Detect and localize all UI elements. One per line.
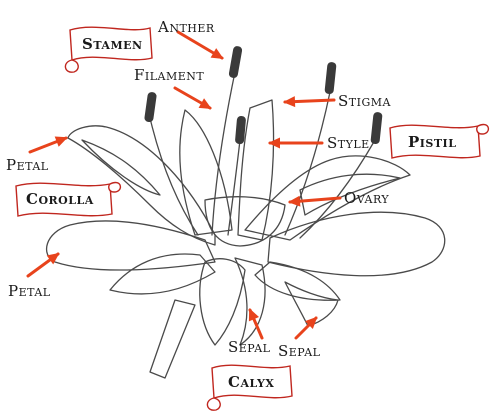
arrow-stigma-head xyxy=(283,96,296,108)
banner-calyx-curl xyxy=(206,397,221,411)
petal-top-right xyxy=(244,155,411,241)
banner-corolla: Corolla xyxy=(15,181,121,217)
stem xyxy=(149,299,196,379)
arrow-petal-top-head xyxy=(54,136,68,147)
label-sepal-right: Sepal xyxy=(278,342,321,360)
anther-2 xyxy=(228,46,243,78)
arrow-sepal-left-head xyxy=(248,308,259,322)
petal-top-center xyxy=(179,109,233,236)
banner-calyx-text: Calyx xyxy=(228,373,274,391)
sepal-back-left xyxy=(109,253,216,295)
banner-calyx: Calyx xyxy=(206,364,293,411)
filament-2 xyxy=(211,71,236,236)
anther-3 xyxy=(235,116,246,145)
banner-stamen-text: Stamen xyxy=(82,35,143,53)
banner-corolla-curl xyxy=(108,181,121,193)
banner-pistil-curl xyxy=(476,123,489,135)
sepal-back-right xyxy=(254,261,341,301)
label-filament: Filament xyxy=(134,66,204,84)
arrow-petal-bottom-head xyxy=(46,252,60,265)
arrow-ovary-head xyxy=(288,195,301,207)
filament-3 xyxy=(227,139,241,236)
anther-5 xyxy=(370,112,383,145)
label-ovary: Ovary xyxy=(344,189,389,207)
petal-top-left-shade xyxy=(81,139,161,196)
banner-stamen-curl xyxy=(64,59,79,73)
sepal-front-center xyxy=(234,257,266,346)
label-petal-top: Petal xyxy=(6,156,49,174)
arrow-anther-head xyxy=(210,48,224,60)
banner-pistil-text: Pistil xyxy=(408,133,456,151)
arrows xyxy=(26,30,342,340)
label-anther: Anther xyxy=(157,18,215,36)
flower-illustration xyxy=(46,46,446,379)
filament-4 xyxy=(284,91,331,236)
arrow-sepal-right-head xyxy=(305,316,318,329)
anther-1 xyxy=(144,92,157,123)
filament-1 xyxy=(149,117,199,236)
pistil-column xyxy=(237,99,275,241)
banner-stamen-ribbon xyxy=(69,26,153,61)
petal-top-right-shade xyxy=(299,173,401,216)
petal-bottom-right xyxy=(267,211,446,277)
arrow-style-head xyxy=(268,137,280,149)
filament-5 xyxy=(299,139,376,239)
label-sepal-left: Sepal xyxy=(228,338,271,356)
banner-corolla-text: Corolla xyxy=(26,190,94,208)
sepal-front-left xyxy=(199,258,246,346)
banner-pistil: Pistil xyxy=(389,123,489,159)
anther-4 xyxy=(324,62,337,95)
petal-bottom-left xyxy=(46,220,216,271)
banner-stamen: Stamen xyxy=(64,26,153,73)
ovary-body xyxy=(204,196,286,247)
label-petal-bottom: Petal xyxy=(8,282,51,300)
banner-corolla-ribbon xyxy=(15,182,113,217)
sepal-front-right xyxy=(284,281,339,327)
label-style: Style xyxy=(327,134,370,152)
banner-calyx-ribbon xyxy=(211,364,293,399)
arrow-filament-head xyxy=(198,98,212,109)
petal-top-left xyxy=(67,125,216,246)
banner-pistil-ribbon xyxy=(389,124,481,159)
label-stigma: Stigma xyxy=(338,92,392,110)
